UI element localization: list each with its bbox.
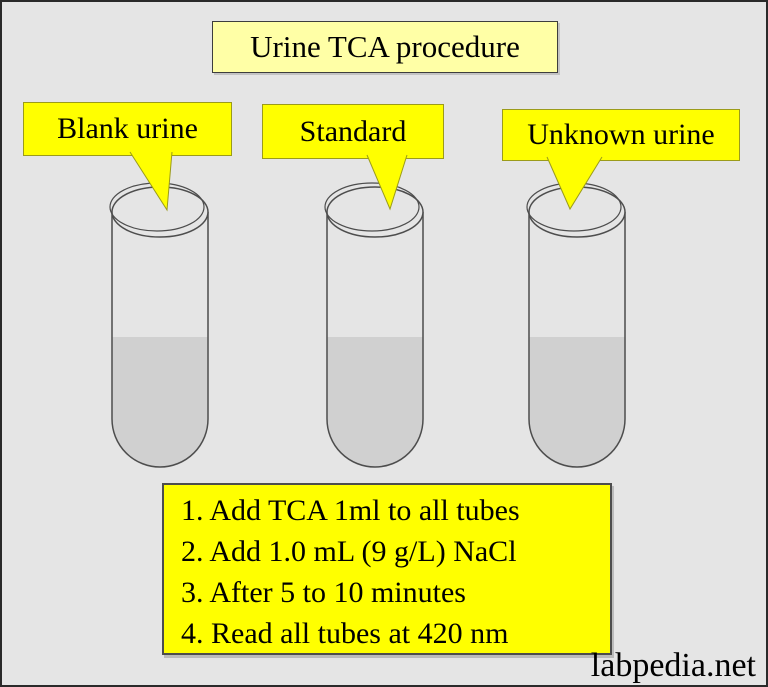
step-2: 2. Add 1.0 mL (9 g/L) NaCl xyxy=(181,535,517,568)
step-4: 4. Read all tubes at 420 nm xyxy=(181,617,509,650)
callout-tail-unknown xyxy=(546,156,603,211)
tube-body-outline xyxy=(528,212,626,468)
tube-mouth xyxy=(528,186,626,238)
tube-liquid xyxy=(112,337,208,467)
test-tube-unknown xyxy=(526,182,626,468)
tube-mouth xyxy=(326,186,424,238)
tube-mouth xyxy=(111,186,209,238)
watermark-labpedia: labpedia.net xyxy=(590,647,756,684)
procedure-steps-box: 1. Add TCA 1ml to all tubes 2. Add 1.0 m… xyxy=(162,483,612,655)
callout-standard: Standard xyxy=(262,104,444,159)
tube-rim xyxy=(109,182,205,232)
callout-unknown-urine: Unknown urine xyxy=(502,109,740,161)
callout-tail-standard xyxy=(366,154,408,211)
tube-liquid xyxy=(327,337,423,467)
tube-body-outline xyxy=(111,212,209,468)
tube-body-outline xyxy=(326,212,424,468)
tube-rim xyxy=(526,182,622,232)
step-3: 3. After 5 to 10 minutes xyxy=(181,576,466,609)
callout-tail-blank xyxy=(129,151,173,212)
callout-blank-urine: Blank urine xyxy=(23,102,232,156)
tube-rim xyxy=(324,182,420,232)
test-tube-blank xyxy=(109,182,209,468)
page-title: Urine TCA procedure xyxy=(212,21,558,73)
test-tube-standard xyxy=(324,182,424,468)
step-1: 1. Add TCA 1ml to all tubes xyxy=(181,494,520,527)
tube-liquid xyxy=(529,337,625,467)
